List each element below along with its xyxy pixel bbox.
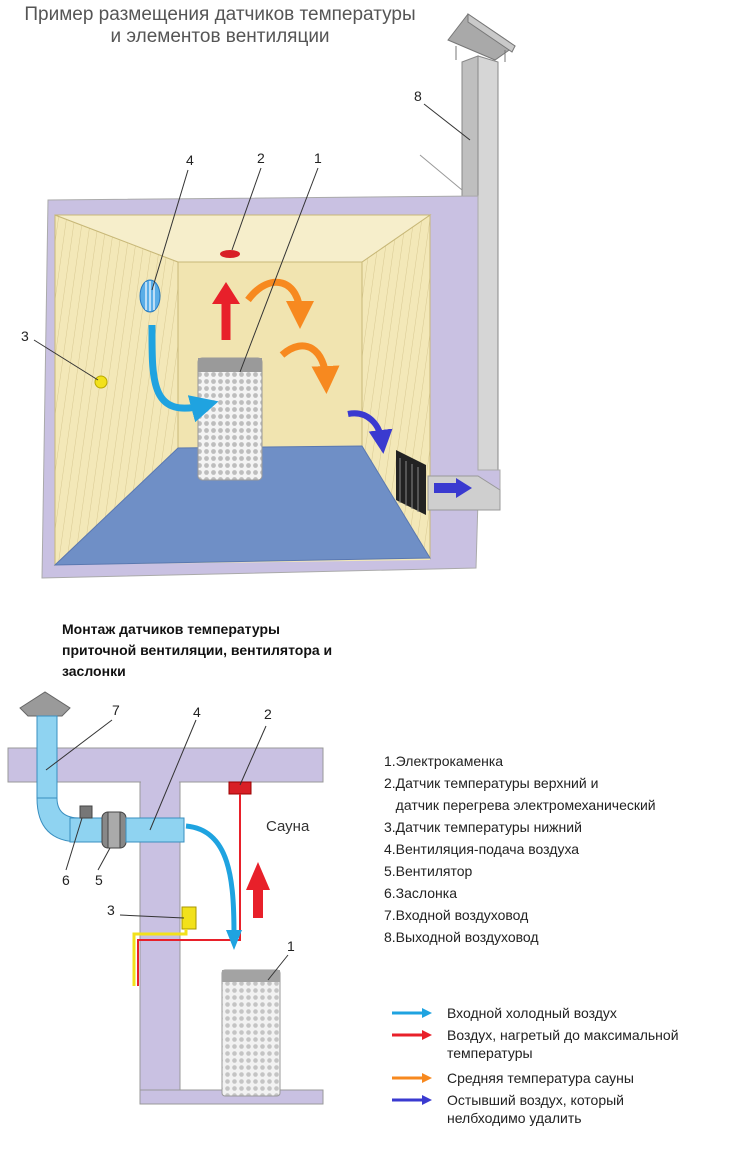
numbered-legend: 1.Электрокаменка 2.Датчик температуры ве… (384, 750, 729, 948)
hot-air-flow-arrow (253, 888, 263, 918)
lower-sensor-wire (132, 929, 188, 986)
top-title-line-2: и элементов вентиляции (110, 26, 330, 47)
cold-air-arrow (148, 324, 219, 423)
arrow-legend-text: Воздух, нагретый до максимальной темпера… (447, 1027, 679, 1061)
legend-item: 3.Датчик температуры нижний (384, 819, 582, 835)
bottom-title-line-2: приточной вентиляции, вентилятора и (62, 642, 333, 658)
legend-item: 4.Вентиляция-подача воздуха (384, 841, 580, 857)
medium-air-arrow-1 (245, 278, 314, 329)
bottom-label-7: 7 (112, 702, 120, 718)
legend-arrows (392, 1008, 432, 1105)
bottom-label-1: 1 (287, 938, 295, 954)
top-title-line-1: Пример размещения датчиков температуры (24, 4, 416, 25)
sauna-room-diagram (33, 13, 516, 579)
supply-pipe (125, 817, 185, 843)
legend-item: 6.Заслонка (384, 885, 457, 901)
top-label-2: 2 (257, 150, 265, 166)
top-title: Пример размещения датчиков температуры и… (10, 4, 430, 48)
supply-duct (19, 691, 103, 843)
legend-item: 8.Выходной воздуховод (384, 929, 539, 945)
top-label-1: 1 (314, 150, 322, 166)
arrow-legend-text: Средняя температура сауны (447, 1070, 634, 1086)
damper (79, 805, 93, 819)
legend-item: 1.Электрокаменка (384, 753, 504, 769)
bottom-title-line-1: Монтаж датчиков температуры (62, 621, 280, 637)
bottom-label-5: 5 (95, 872, 103, 888)
sauna-label: Сауна (266, 818, 310, 835)
lower-sensor (181, 906, 197, 930)
upper-sensor-icon (220, 250, 240, 258)
arrow-legend-text: Остывший воздух, который нелбходимо удал… (447, 1092, 625, 1126)
medium-air-arrow-2 (279, 342, 340, 394)
arrow-legend: Входной холодный воздух Воздух, нагретый… (384, 1004, 729, 1134)
bottom-title: Монтаж датчиков температуры приточной ве… (62, 619, 392, 682)
legend-item: датчик перегрева электромеханический (384, 797, 656, 813)
legend-item: 7.Входной воздуховод (384, 907, 529, 923)
ceiling-beam (7, 747, 324, 783)
bottom-title-line-3: заслонки (62, 663, 126, 679)
floor (53, 445, 431, 566)
legend-item: 5.Вентилятор (384, 863, 473, 879)
cooled-air-arrow (347, 410, 393, 454)
cold-air-flow-arrow (185, 823, 237, 936)
top-label-8: 8 (414, 88, 422, 104)
arrow-legend-text: Входной холодный воздух (447, 1005, 617, 1021)
upper-sensor-wire (182, 794, 241, 941)
bottom-label-6: 6 (62, 872, 70, 888)
top-label-3: 3 (21, 328, 29, 344)
fan (101, 811, 127, 849)
heater-bottom (221, 969, 281, 1097)
bottom-label-4: 4 (193, 704, 201, 720)
lower-sensor-icon (94, 375, 108, 389)
top-label-4: 4 (186, 152, 194, 168)
bottom-label-2: 2 (264, 706, 272, 722)
legend-item: 2.Датчик температуры верхний и (384, 775, 599, 791)
bottom-label-3: 3 (107, 902, 115, 918)
